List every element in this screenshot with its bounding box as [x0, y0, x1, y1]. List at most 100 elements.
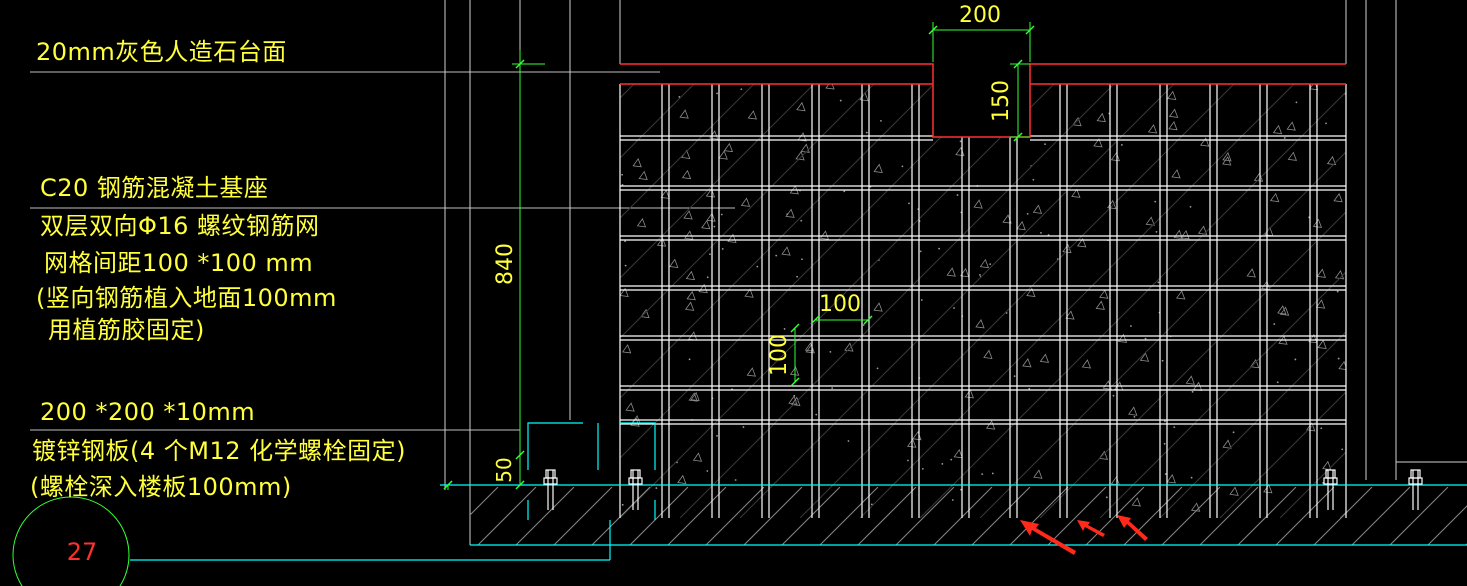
concrete-aggregate	[951, 499, 954, 501]
anchor-bolt	[543, 469, 558, 510]
concrete-hatch	[919, 84, 1346, 518]
concrete-hatch	[679, 84, 1115, 518]
concrete-aggregate	[1026, 287, 1036, 298]
concrete-aggregate	[939, 125, 942, 127]
concrete-aggregate	[1168, 108, 1179, 118]
concrete-aggregate	[844, 342, 854, 352]
concrete-aggregate	[1322, 460, 1332, 471]
concrete-aggregate	[1317, 339, 1327, 349]
concrete-aggregate	[1190, 502, 1201, 512]
concrete-aggregate	[1026, 212, 1029, 215]
concrete-aggregate	[1133, 415, 1136, 418]
concrete-hatch	[859, 84, 1295, 518]
concrete-aggregate	[969, 108, 980, 118]
concrete-aggregate	[1308, 84, 1319, 91]
concrete-aggregate	[690, 391, 700, 402]
concrete-aggregate	[747, 110, 757, 120]
concrete-aggregate	[1279, 306, 1290, 316]
concrete-aggregate	[1022, 358, 1032, 368]
concrete-aggregate	[1277, 305, 1287, 315]
plate-note-line3: (螺栓深入楼板100mm)	[30, 473, 292, 501]
concrete-aggregate	[983, 349, 993, 359]
concrete-aggregate	[1315, 299, 1326, 309]
floor-lines	[130, 422, 1467, 561]
leader-lines	[30, 71, 735, 431]
base-outline	[619, 84, 1347, 518]
concrete-aggregate	[919, 250, 922, 253]
anchor-bolt	[1323, 469, 1338, 510]
detail-mark-number: 27	[67, 538, 98, 566]
concrete-aggregate	[688, 392, 698, 402]
slab-hatch	[1427, 505, 1467, 546]
concrete-aggregate	[953, 307, 955, 309]
concrete-aggregate	[1040, 231, 1042, 234]
concrete-aggregate	[819, 230, 830, 240]
concrete-aggregate	[1294, 358, 1297, 361]
concrete-aggregate	[684, 301, 695, 311]
concrete-aggregate	[775, 254, 778, 257]
base-note-line2: 双层双向Φ16 螺纹钢筋网	[40, 212, 320, 240]
concrete-aggregate	[678, 96, 681, 98]
concrete-aggregate	[709, 253, 711, 256]
base-note-line1: C20 钢筋混凝土基座	[40, 174, 269, 202]
concrete-aggregate	[727, 233, 737, 243]
concrete-aggregate	[1099, 289, 1109, 299]
concrete-aggregate	[1246, 268, 1256, 278]
concrete-aggregate	[1028, 387, 1031, 390]
concrete-aggregate	[1166, 474, 1176, 484]
concrete-aggregate	[1276, 381, 1279, 384]
concrete-aggregate	[801, 258, 803, 261]
concrete-aggregate	[1110, 151, 1121, 162]
base-note-line5: 用植筋胶固定)	[48, 316, 205, 344]
concrete-hatch	[1159, 84, 1346, 518]
concrete-aggregate	[1250, 358, 1260, 369]
concrete-aggregate	[1222, 156, 1232, 166]
concrete-aggregate	[1286, 121, 1296, 131]
concrete-aggregate	[681, 169, 692, 180]
concrete-aggregate	[1173, 229, 1183, 239]
concrete-aggregate	[640, 308, 650, 319]
concrete-aggregate	[709, 130, 719, 140]
concrete-aggregate	[815, 413, 818, 416]
slab-hatch	[1047, 487, 1107, 546]
concrete-aggregate	[1131, 497, 1141, 507]
concrete-aggregate	[862, 324, 865, 326]
concrete-aggregate	[839, 99, 842, 102]
concrete-aggregate	[907, 459, 909, 462]
slab-hatch	[705, 487, 765, 546]
concrete-aggregate	[847, 440, 850, 442]
base-note-line4: (竖向钢筋植入地面100mm	[36, 284, 337, 312]
concrete-aggregate	[1157, 281, 1160, 284]
slab-hatch	[1275, 487, 1335, 546]
concrete-aggregate	[1081, 359, 1092, 369]
concrete-aggregate	[742, 426, 745, 428]
plate-note-line2: 镀锌钢板(4 个M12 化学螺栓固定)	[32, 437, 406, 465]
concrete-aggregate	[795, 151, 805, 161]
concrete-aggregate	[1163, 442, 1166, 445]
concrete-aggregate	[677, 474, 687, 485]
slab-hatch	[743, 487, 803, 546]
slab-hatch	[1085, 487, 1145, 546]
concrete-aggregate	[723, 142, 734, 153]
concrete-aggregate	[1130, 325, 1132, 327]
concrete-aggregate	[621, 173, 624, 176]
concrete-aggregate	[706, 470, 709, 472]
concrete-aggregate	[1197, 225, 1208, 235]
concrete-hatch	[1279, 84, 1346, 518]
slab-hatch	[781, 487, 841, 546]
concrete-aggregate	[783, 328, 786, 330]
slab-hatch	[1313, 487, 1373, 546]
concrete-aggregate	[1072, 116, 1082, 127]
concrete-aggregate	[1155, 230, 1158, 233]
concrete-aggregate	[843, 190, 846, 193]
slab-hatch	[819, 487, 879, 546]
concrete-aggregate	[1341, 448, 1344, 451]
concrete-aggregate	[800, 143, 810, 153]
concrete-aggregate	[624, 240, 626, 243]
concrete-hatch	[1099, 84, 1346, 518]
concrete-aggregate	[1044, 143, 1046, 146]
concrete-aggregate	[1032, 204, 1043, 214]
concrete-aggregate	[1222, 439, 1232, 449]
concrete-hatch	[979, 84, 1346, 518]
